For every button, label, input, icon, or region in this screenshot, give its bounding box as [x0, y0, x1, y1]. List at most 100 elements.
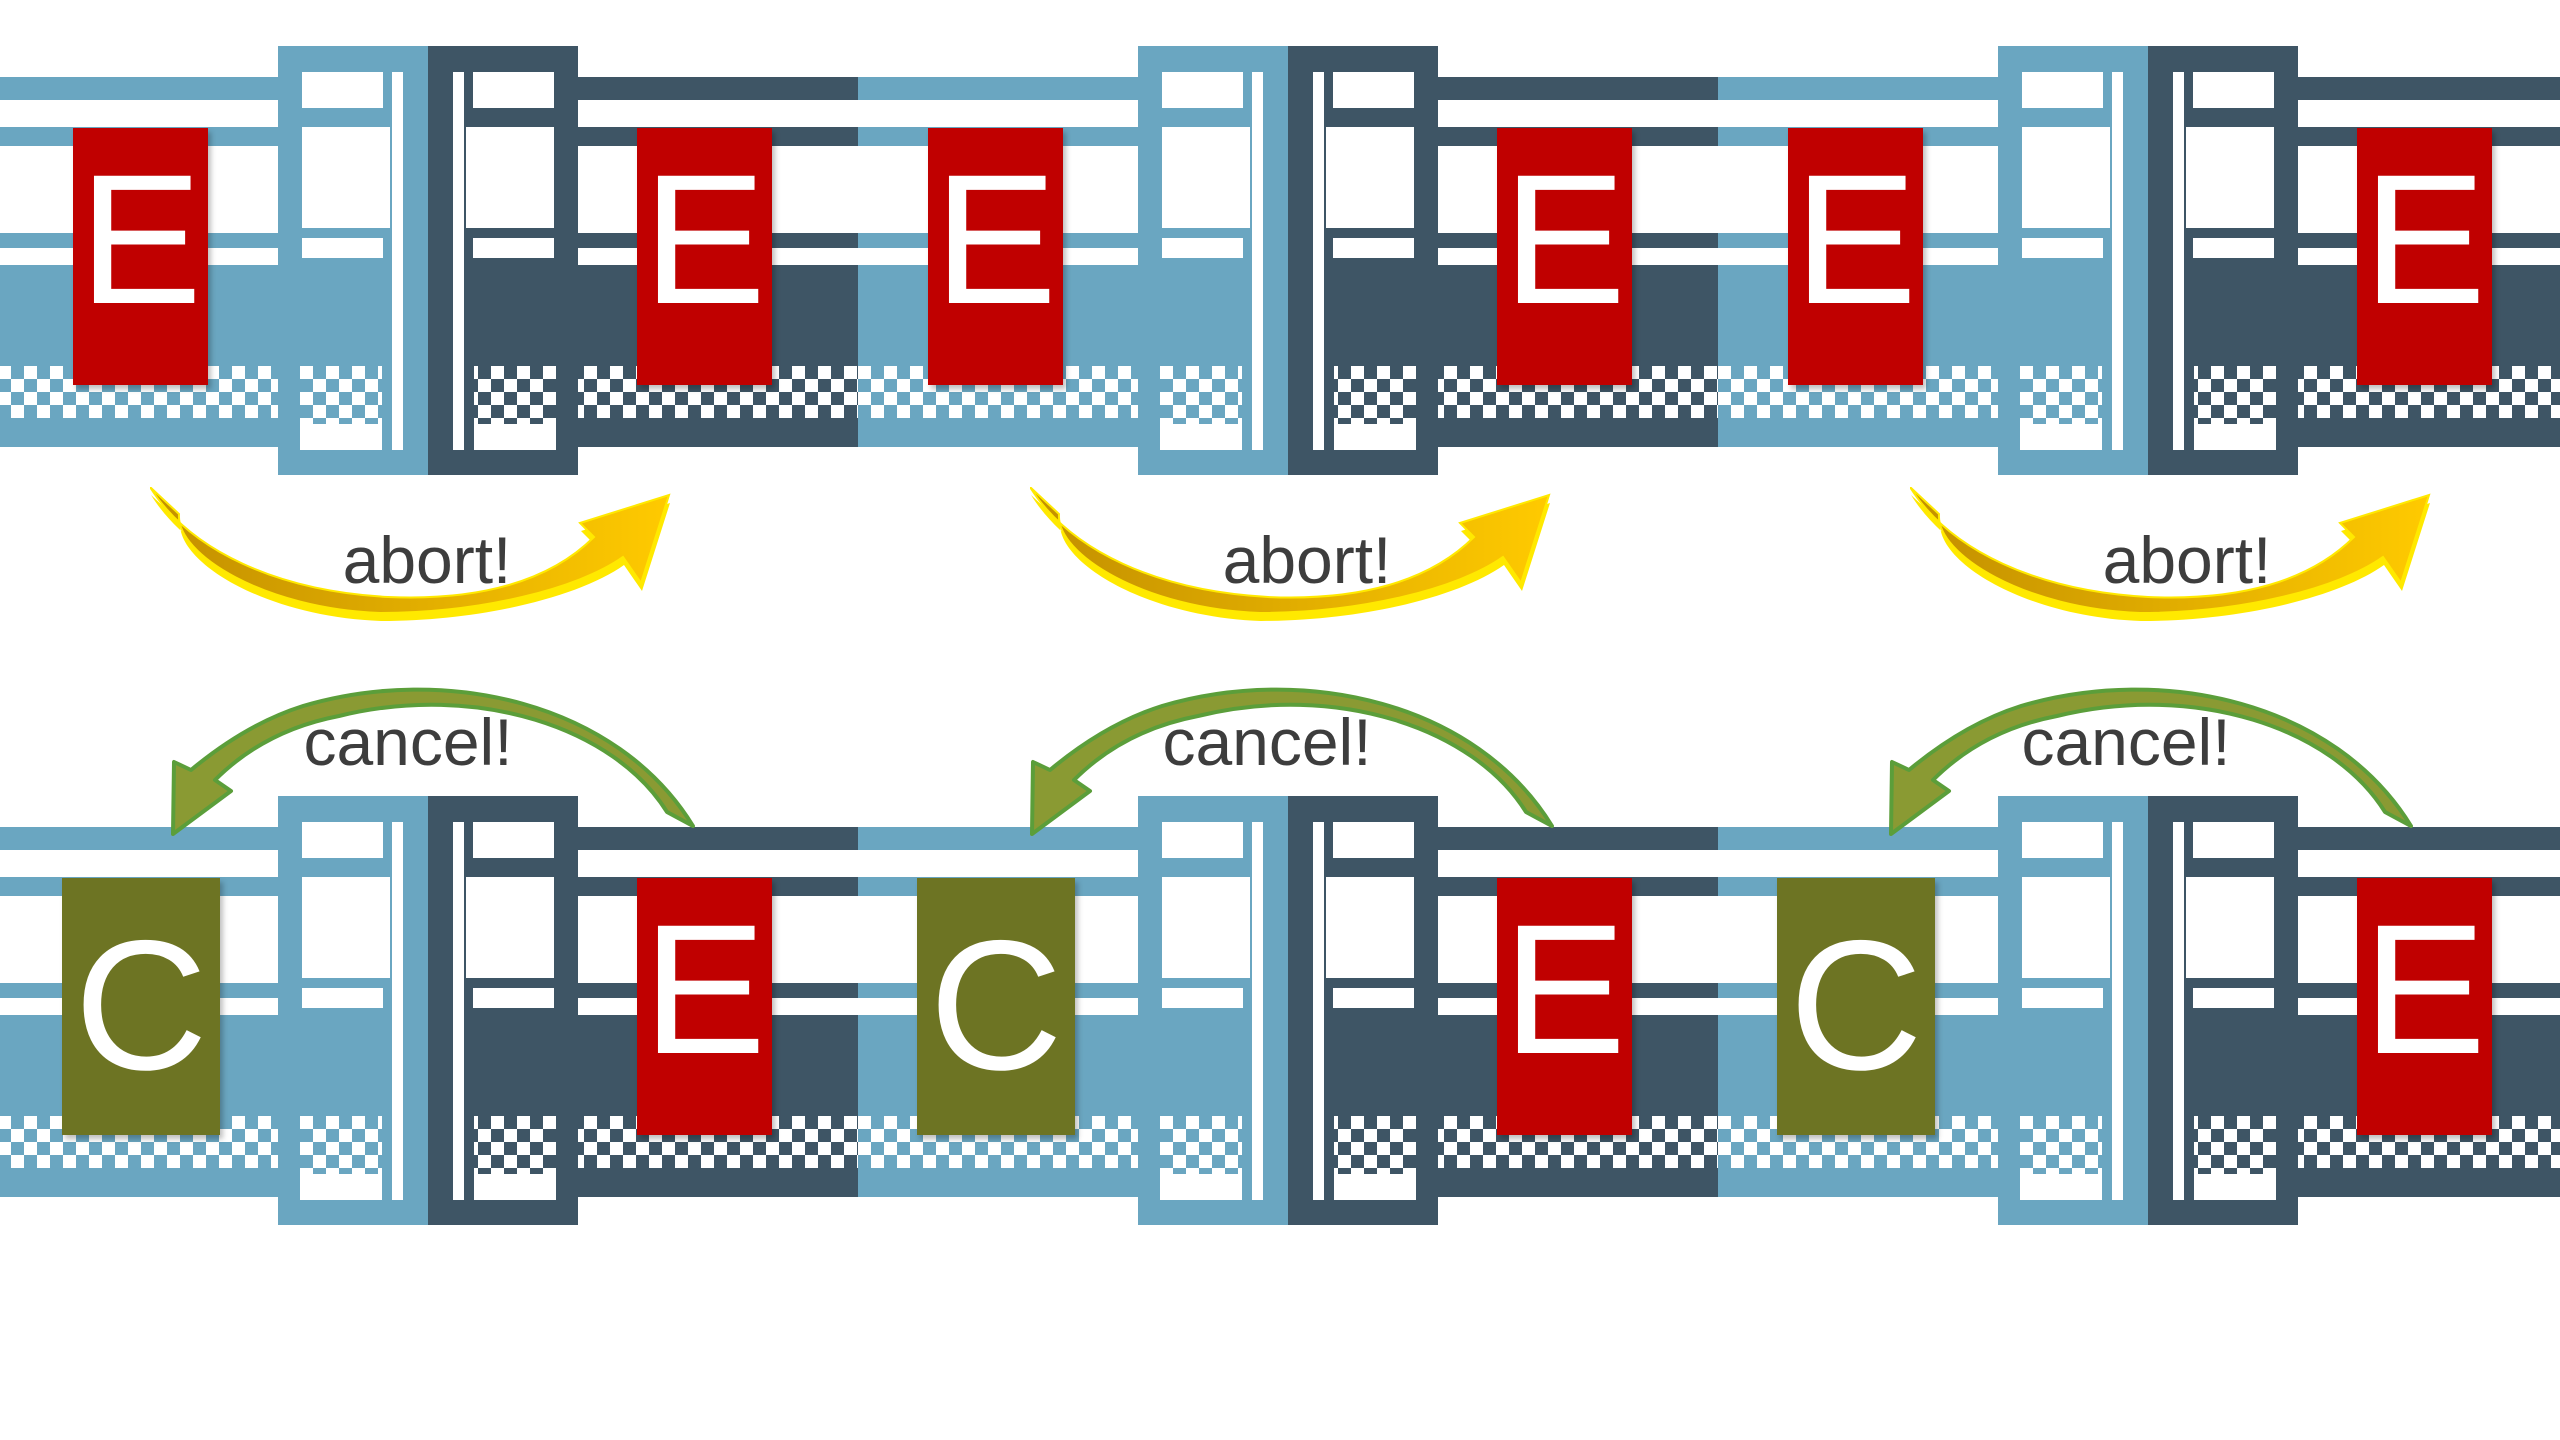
tower-window-main	[2022, 877, 2110, 978]
tower-base-checker	[2194, 1116, 2276, 1174]
event-block: E	[73, 128, 208, 385]
tower-window-lower	[1333, 238, 1414, 258]
coupler-tower-dark	[428, 46, 578, 475]
cancel-arrow-icon	[1889, 687, 2413, 836]
abort-label: abort!	[1222, 523, 1392, 597]
coupler-tower-light	[278, 46, 428, 475]
event-block: E	[637, 878, 772, 1135]
tower-base-panel	[300, 366, 382, 450]
tower-base-panel	[474, 366, 556, 450]
tower-slit	[2173, 822, 2184, 1200]
tower-window-lower	[2193, 238, 2274, 258]
tower-window-top	[1162, 822, 1243, 858]
tower-window-top	[1333, 72, 1414, 108]
tower-base-panel	[2194, 366, 2276, 450]
tower-base-checker	[474, 1116, 556, 1174]
event-letter: E	[1502, 137, 1627, 343]
tower-slit	[392, 72, 403, 450]
tower-window-lower	[2193, 988, 2274, 1008]
tower-base-checker	[1334, 1116, 1416, 1174]
event-letter: E	[642, 887, 767, 1093]
cancel-label: cancel!	[303, 705, 513, 779]
tower-window-lower	[302, 988, 383, 1008]
abort-label: abort!	[2102, 523, 2272, 597]
tower-slit	[453, 72, 464, 450]
compensation-block: C	[917, 878, 1075, 1135]
tower-window-lower	[2022, 238, 2103, 258]
tower-base-panel	[1160, 366, 1242, 450]
tower-window-top	[473, 72, 554, 108]
tower-base-panel	[300, 1116, 382, 1200]
coupler-tower-light	[1998, 46, 2148, 475]
tower-base-panel	[1334, 366, 1416, 450]
tower-window-top	[2022, 822, 2103, 858]
abort-label: abort!	[342, 523, 512, 597]
tower-window-lower	[473, 988, 554, 1008]
tower-slit	[1252, 72, 1263, 450]
event-letter: E	[2362, 137, 2487, 343]
event-block: E	[2357, 128, 2492, 385]
event-letter: E	[642, 137, 767, 343]
tower-slit	[2112, 822, 2123, 1200]
coupler-tower-dark	[2148, 796, 2298, 1225]
event-block: E	[637, 128, 772, 385]
tower-window-main	[466, 877, 554, 978]
cancel-label: cancel!	[1162, 705, 1372, 779]
tower-window-top	[302, 822, 383, 858]
tower-window-top	[2193, 72, 2274, 108]
tower-base-panel	[2194, 1116, 2276, 1200]
event-block: E	[1497, 128, 1632, 385]
event-block: E	[2357, 878, 2492, 1135]
tower-base-checker	[2194, 366, 2276, 424]
tower-window-lower	[1162, 988, 1243, 1008]
abort-arrow-icon	[1030, 487, 1551, 621]
tower-slit	[1313, 822, 1324, 1200]
event-letter: E	[78, 137, 203, 343]
tower-window-lower	[2022, 988, 2103, 1008]
compensation-block: C	[1777, 878, 1935, 1135]
tower-window-main	[2186, 127, 2274, 228]
abort-arrow-icon	[150, 487, 671, 621]
compensation-letter: C	[1789, 903, 1923, 1109]
tower-window-lower	[1162, 238, 1243, 258]
tower-window-main	[1162, 127, 1250, 228]
tower-base-checker	[1334, 366, 1416, 424]
coupler-tower-light	[1138, 46, 1288, 475]
tower-window-top	[1162, 72, 1243, 108]
tower-slit	[2173, 72, 2184, 450]
tower-base-checker	[300, 1116, 382, 1174]
tower-window-main	[302, 127, 390, 228]
coupler-tower-light	[278, 796, 428, 1225]
tower-window-main	[2022, 127, 2110, 228]
event-block: E	[928, 128, 1063, 385]
tower-window-top	[302, 72, 383, 108]
tower-window-main	[1326, 127, 1414, 228]
cancel-arrow-icon	[171, 687, 695, 836]
tower-window-main	[1162, 877, 1250, 978]
event-block: E	[1788, 128, 1923, 385]
coupler-tower-dark	[428, 796, 578, 1225]
event-letter: E	[1793, 137, 1918, 343]
coupler-tower-light	[1998, 796, 2148, 1225]
tower-window-main	[466, 127, 554, 228]
event-letter: E	[933, 137, 1058, 343]
tower-window-main	[302, 877, 390, 978]
tower-base-panel	[2020, 1116, 2102, 1200]
coupler-tower-dark	[2148, 46, 2298, 475]
pipeline-top: E E E E E E	[0, 46, 2560, 475]
coupler-tower-dark	[1288, 796, 1438, 1225]
tower-base-panel	[474, 1116, 556, 1200]
tower-window-lower	[302, 238, 383, 258]
tower-window-main	[2186, 877, 2274, 978]
pipeline-bottom: C E C E C E	[0, 796, 2560, 1225]
tower-slit	[392, 822, 403, 1200]
tower-base-checker	[1160, 1116, 1242, 1174]
tower-window-lower	[1333, 988, 1414, 1008]
tower-window-top	[2022, 72, 2103, 108]
event-block: E	[1497, 878, 1632, 1135]
tower-slit	[1252, 822, 1263, 1200]
compensation-letter: C	[74, 903, 208, 1109]
compensation-block: C	[62, 878, 220, 1135]
tower-base-checker	[2020, 1116, 2102, 1174]
